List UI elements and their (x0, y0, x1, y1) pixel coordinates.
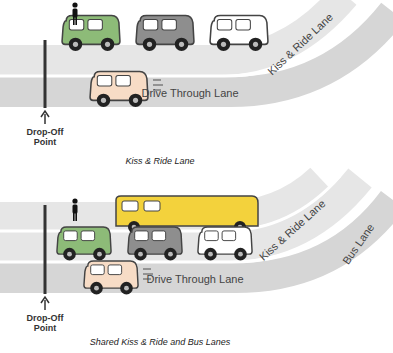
drop-off-label: Drop-Off Point (21, 128, 69, 148)
white-car (210, 15, 268, 51)
lane-label: Drive Through Lane (141, 87, 238, 99)
drop-off-line (44, 40, 47, 108)
person (72, 2, 77, 25)
white-car (198, 227, 252, 260)
panel-caption: Shared Kiss & Ride and Bus Lanes (90, 338, 231, 348)
peach-car (84, 261, 138, 294)
drop-off-label: Drop-Off Point (21, 314, 69, 334)
grey-car (128, 227, 182, 260)
top-roads (0, 0, 393, 92)
drop-off-arrow (41, 111, 49, 124)
drop-off-line (44, 205, 47, 294)
peach-car (90, 71, 148, 107)
grey-car (136, 15, 194, 51)
lane-label: Drive Through Lane (146, 273, 243, 285)
green-car (57, 227, 111, 260)
person (72, 198, 77, 221)
drop-off-arrow (41, 297, 49, 310)
green-car (62, 15, 120, 51)
panel-caption: Kiss & Ride Lane (125, 157, 194, 167)
bottom-roads (0, 176, 393, 278)
